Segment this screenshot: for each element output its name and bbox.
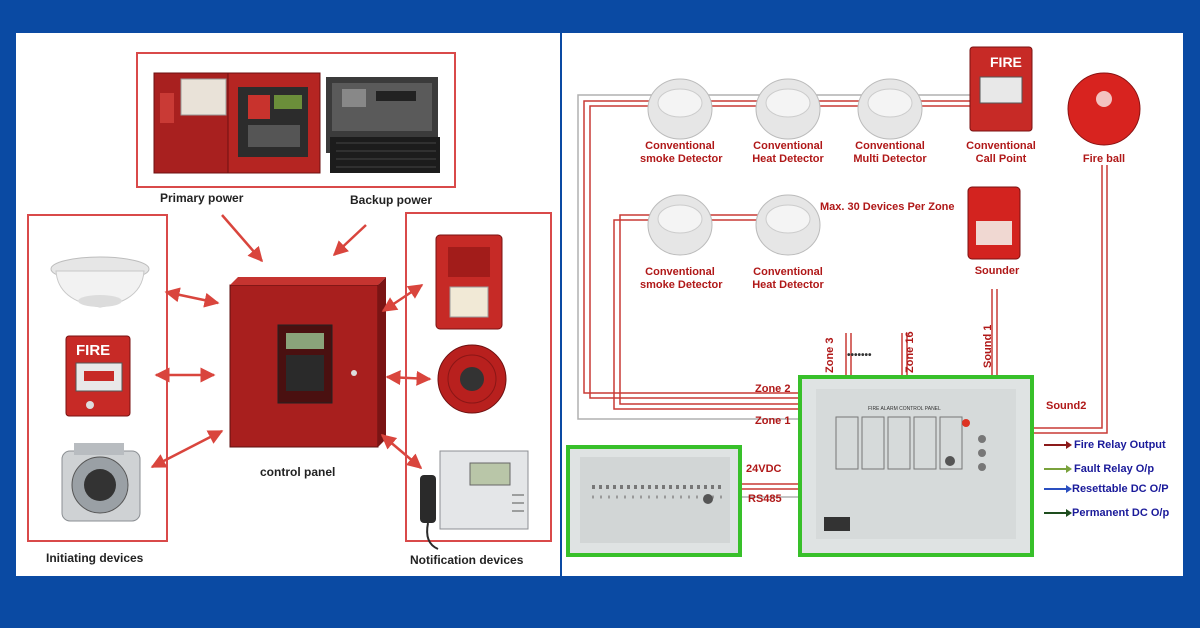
bell-image bbox=[437, 344, 507, 414]
call-point-fire-text: FIRE bbox=[990, 54, 1022, 70]
zone3-label: Zone 3 bbox=[824, 337, 836, 373]
control-panel-image bbox=[229, 277, 386, 448]
24vdc-label: 24VDC bbox=[746, 463, 782, 475]
primary-power-label: Primary power bbox=[160, 191, 244, 205]
backup-power-label: Backup power bbox=[350, 193, 433, 207]
sound2-label: Sound2 bbox=[1046, 400, 1087, 412]
flame-detector-image bbox=[61, 443, 141, 522]
max-devices-label: Max. 30 Devices Per Zone bbox=[820, 201, 955, 213]
repeater-panel-image bbox=[566, 445, 742, 557]
right-wiring-graphics: FIRE bbox=[566, 46, 1141, 557]
call-point-image: FIRE bbox=[969, 46, 1033, 132]
notification-box bbox=[405, 212, 552, 542]
row1-device-2-line2: Heat Detector bbox=[752, 153, 824, 165]
power-group-box bbox=[136, 52, 456, 188]
arrow-panel-bell bbox=[385, 370, 432, 386]
legend-fault-relay: Fault Relay O/p bbox=[1074, 463, 1155, 475]
paging-phone-image bbox=[420, 450, 529, 550]
pull-station-image: FIRE bbox=[65, 335, 131, 417]
arrow-backup-to-panel bbox=[332, 224, 367, 257]
left-diagram-graphics: FIRE bbox=[27, 52, 552, 550]
main-control-panel-image: FIRE ALARM CONTROL PANEL bbox=[798, 375, 1034, 557]
legend-arrows bbox=[1044, 441, 1072, 517]
arrow-panel-strobe bbox=[381, 283, 424, 313]
row2-device-1-line2: smoke Detector bbox=[640, 279, 723, 291]
primary-power-cabinet bbox=[153, 72, 321, 174]
zone1-label: Zone 1 bbox=[755, 415, 791, 427]
initiating-devices-label: Initiating devices bbox=[46, 551, 144, 565]
row1-device-1-line1: Conventional bbox=[645, 140, 715, 152]
row2-device-2-line1: Conventional bbox=[753, 266, 823, 278]
legend-fire-relay: Fire Relay Output bbox=[1074, 439, 1166, 451]
arrow-primary-to-panel bbox=[221, 214, 263, 263]
arrow-flame-panel bbox=[150, 429, 224, 469]
zone16-label: Zone 16 bbox=[904, 331, 916, 373]
detectors-row2-images bbox=[647, 194, 821, 256]
legend-permanent-dc: Permanent DC O/p bbox=[1072, 507, 1170, 519]
row2-device-1-line1: Conventional bbox=[645, 266, 715, 278]
fire-ball-image bbox=[1067, 72, 1141, 146]
arrow-smoke-panel bbox=[164, 287, 220, 308]
pull-station-fire-text: FIRE bbox=[76, 342, 110, 359]
bus-wiring bbox=[740, 483, 800, 498]
right-diagram-panel: FIRE bbox=[562, 33, 1183, 576]
sound1-label: Sound 1 bbox=[982, 324, 994, 368]
left-diagram-panel: FIRE bbox=[16, 33, 560, 576]
sounder-image bbox=[967, 186, 1021, 260]
panel-title-text: FIRE ALARM CONTROL PANEL bbox=[868, 406, 941, 412]
row1-device-3-line2: Multi Detector bbox=[853, 153, 927, 165]
smoke-detector-image bbox=[50, 256, 150, 308]
horn-strobe-image bbox=[435, 234, 503, 330]
row1-device-4-line2: Call Point bbox=[975, 153, 1027, 165]
backup-power-board bbox=[326, 77, 440, 173]
sounder-label: Sounder bbox=[974, 265, 1020, 277]
arrow-panel-phone bbox=[380, 434, 423, 469]
notification-devices-label: Notification devices bbox=[410, 553, 524, 567]
row1-device-2-line1: Conventional bbox=[753, 140, 823, 152]
control-panel-label: control panel bbox=[260, 465, 336, 479]
row1-device-4-line1: Conventional bbox=[966, 140, 1036, 152]
zones-ellipsis: ••••••• bbox=[847, 350, 872, 361]
zone2-label: Zone 2 bbox=[755, 383, 791, 395]
legend-resettable-dc: Resettable DC O/P bbox=[1072, 483, 1169, 495]
row1-device-3-line1: Conventional bbox=[855, 140, 925, 152]
fire-ball-label: Fire ball bbox=[1082, 153, 1126, 165]
rs485-label: RS485 bbox=[748, 493, 782, 505]
row2-device-2-line2: Heat Detector bbox=[752, 279, 824, 291]
detectors-row1-images bbox=[647, 78, 923, 140]
row1-device-1-line2: smoke Detector bbox=[640, 153, 723, 165]
